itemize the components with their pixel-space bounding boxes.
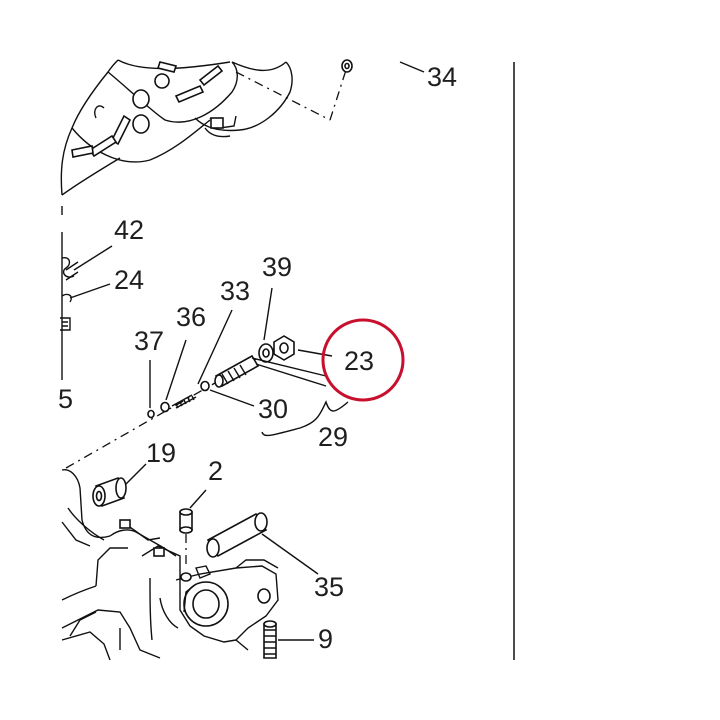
valve-assembly [65,287,349,469]
part-35-pin [206,512,319,575]
callout-19: 19 [146,438,176,468]
callout-39: 39 [262,252,292,282]
part-36 [160,401,170,413]
threaded-pin [214,354,260,388]
callout-42: 42 [114,215,144,245]
callout-30: 30 [258,394,288,424]
callout-36: 36 [176,302,206,332]
callout-29: 29 [318,422,348,452]
callout-34: 34 [427,62,457,92]
axis-top [235,59,425,121]
callout-35: 35 [314,572,344,602]
callout-24: 24 [114,265,144,295]
callout-9: 9 [318,624,333,654]
callout-23: 23 [344,346,374,376]
callout-5: 5 [58,384,73,414]
part-30 [200,380,210,392]
bottom-housing [61,469,279,661]
highlight-circle [321,318,405,402]
part-19-bushing [92,463,147,508]
part-33-spring [171,394,197,409]
top-gear-housing [60,59,293,196]
callout-33: 33 [220,276,250,306]
left-edge-parts [60,206,113,380]
callout-2: 2 [208,456,223,486]
callout-37: 37 [134,326,164,356]
part-9-bolt [263,620,314,659]
part-37 [147,409,155,419]
part-2-dowel [179,489,207,566]
